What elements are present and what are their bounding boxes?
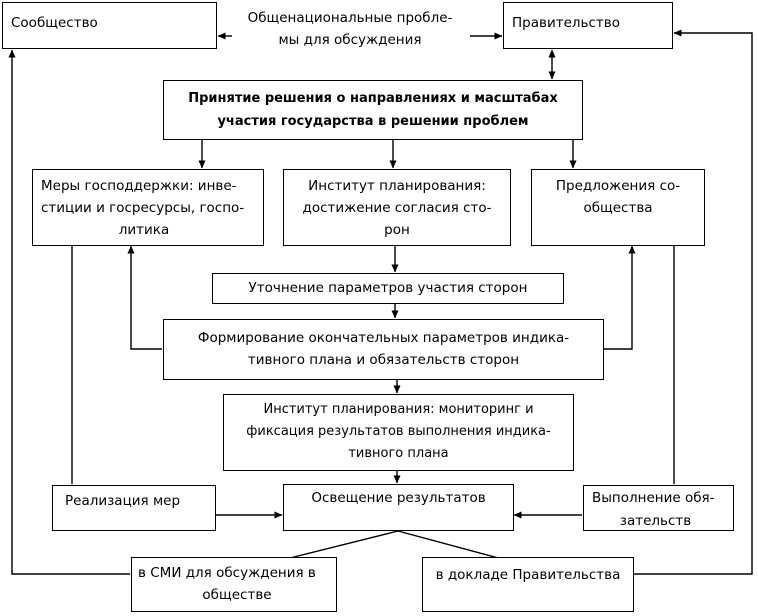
node-media-line-2: обществе: [202, 587, 272, 603]
node-community-line-1: Сообщество: [11, 15, 98, 31]
node-gov-report-line-1: в докладе Правительства: [435, 567, 621, 583]
node-monitoring-line-1: Институт планирования: мониторинг и: [263, 402, 534, 417]
node-government: Правительство: [503, 2, 673, 49]
arrow-media-community: [8, 49, 130, 575]
node-support-line-1: Меры господдержки: инве-: [41, 178, 237, 194]
arrow-final-proposals: [604, 245, 636, 350]
node-final-params: Формирование окончательных параметров ин…: [163, 319, 604, 380]
node-monitoring: Институт планирования: мониторинг и фикс…: [223, 394, 574, 471]
node-coverage: Освещение результатов: [283, 484, 514, 531]
node-planning-agreement-line-2: достижение согласия сто-: [302, 200, 492, 216]
node-final-params-line-2: тивного плана и обязательств сторон: [247, 352, 520, 368]
node-government-line-1: Правительство: [512, 15, 620, 31]
node-monitoring-line-3: тивного плана: [348, 446, 449, 461]
node-planning-agreement-line-1: Институт планирования:: [308, 178, 486, 194]
node-media: в СМИ для обсуждения в обществе: [131, 557, 337, 612]
node-proposals: Предложения со- общества: [531, 169, 705, 246]
node-decision-line-1: Принятие решения о направлениях и масшта…: [188, 91, 558, 106]
node-decision: Принятие решения о направлениях и масшта…: [163, 80, 583, 140]
node-planning-agreement: Институт планирования: достижение соглас…: [283, 169, 511, 246]
node-monitoring-line-2: фиксация результатов выполнения индика-: [246, 424, 551, 439]
node-national-problems-line-1: Общенациональные пробле-: [247, 10, 453, 26]
node-implementation-line-1: Реализация мер: [65, 493, 181, 509]
node-clarify-line-1: Уточнение параметров участия сторон: [248, 280, 528, 296]
node-national-problems-line-2: мы для обсуждения: [278, 32, 422, 48]
node-gov-report: в докладе Правительства: [422, 557, 634, 612]
node-obligations-line-2: зательств: [619, 513, 692, 529]
node-coverage-line-1: Освещение результатов: [311, 490, 486, 506]
node-support: Меры господдержки: инве- стиции и госрес…: [32, 169, 264, 246]
arrow-report-government: [634, 29, 753, 575]
node-decision-line-2: участия государства в решении проблем: [217, 114, 529, 129]
node-support-line-3: литика: [118, 222, 170, 238]
node-support-line-2: стиции и госресурсы, госпо-: [41, 200, 245, 216]
node-proposals-line-2: общества: [583, 200, 653, 216]
node-final-params-line-1: Формирование окончательных параметров ин…: [197, 330, 570, 346]
node-planning-agreement-line-3: рон: [384, 222, 410, 238]
node-implementation: Реализация мер: [52, 485, 216, 531]
arrow-final-support: [127, 245, 162, 350]
node-national-problems: Общенациональные пробле- мы для обсужден…: [230, 7, 470, 51]
node-clarify: Уточнение параметров участия сторон: [212, 273, 564, 304]
node-community: Сообщество: [2, 2, 217, 49]
node-proposals-line-1: Предложения со-: [555, 178, 681, 194]
node-media-line-1: в СМИ для обсуждения в: [138, 565, 316, 581]
node-obligations: Выполнение обя- зательств: [583, 485, 734, 531]
node-obligations-line-1: Выполнение обя-: [592, 490, 715, 506]
